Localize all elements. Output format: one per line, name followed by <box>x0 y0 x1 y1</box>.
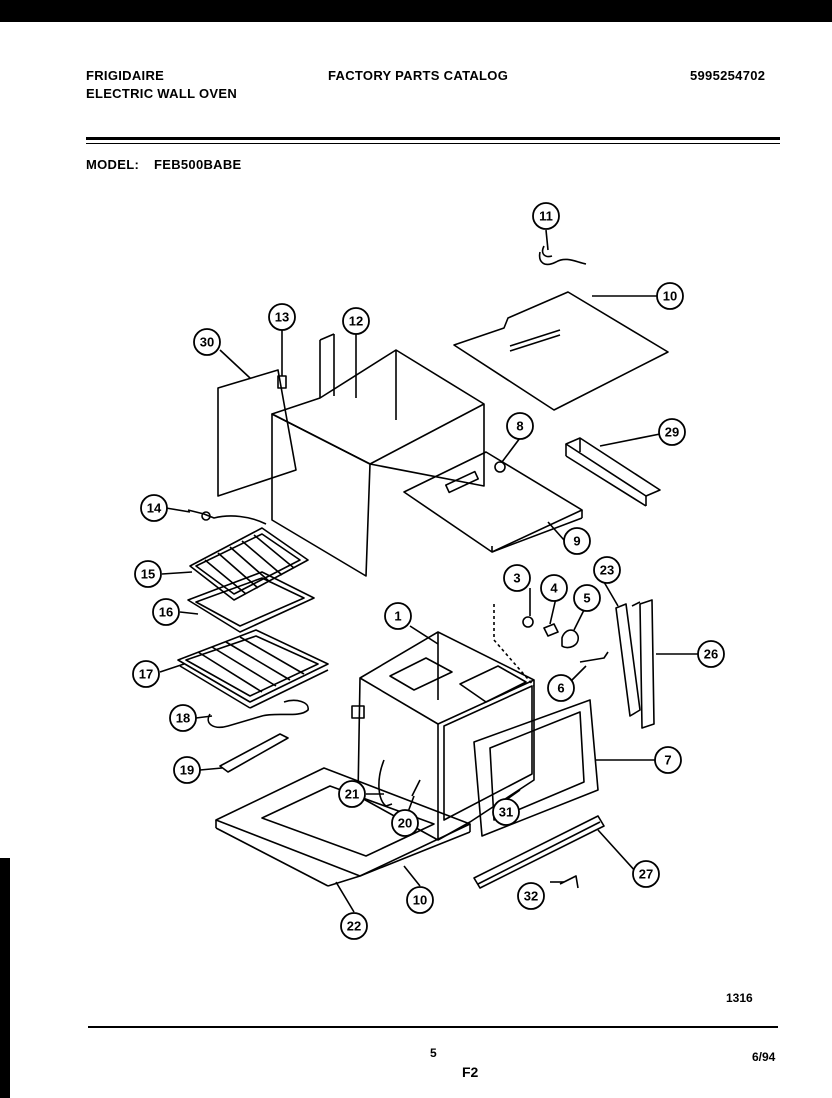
callout-13-label: 12 <box>349 314 363 329</box>
part-7-screw <box>559 875 579 889</box>
callout-10-lower-label: 10 <box>413 893 427 908</box>
callout-12 <box>532 202 560 230</box>
callout-27 <box>697 640 725 668</box>
catalog-title: FACTORY PARTS CATALOG <box>328 68 509 83</box>
callout-19-label: 18 <box>176 711 190 726</box>
callout-22-label: 21 <box>345 787 359 802</box>
callout-10-upper <box>563 527 591 555</box>
callout-18 <box>132 660 160 688</box>
callout-6 <box>547 674 575 702</box>
callout-29-label: 27 <box>639 867 653 882</box>
part-19-bake-element <box>207 699 309 729</box>
product-name: ELECTRIC WALL OVEN <box>86 86 238 101</box>
part-10-bottom-panel-lower <box>359 831 471 877</box>
callout-14-label: 13 <box>275 310 289 325</box>
callout-26-label: 23 <box>600 563 614 578</box>
callout-1 <box>384 602 412 630</box>
figure-code: 1316 <box>726 991 753 1005</box>
part-21-screw <box>411 779 421 797</box>
callout-30-label: 29 <box>665 425 679 440</box>
part-31-side-panel <box>217 369 297 497</box>
left-scan-bar <box>0 858 10 1098</box>
part-4-clip <box>543 623 559 637</box>
callout-6-label: 6 <box>557 681 564 696</box>
callout-10-lower <box>406 886 434 914</box>
part-27-trim <box>639 599 655 729</box>
part-29-strip <box>473 815 605 889</box>
part-11-top-panel <box>453 291 669 411</box>
callout-18-label: 17 <box>139 667 153 682</box>
model-label: MODEL: <box>86 157 140 172</box>
callout-3-label: 3 <box>513 571 520 586</box>
callout-4-label: 4 <box>550 581 558 596</box>
callout-31-label: 30 <box>200 335 214 350</box>
part-5-cover <box>561 629 579 649</box>
part-22-bracket <box>378 759 393 807</box>
callout-19 <box>169 704 197 732</box>
callout-12-label: 11 <box>539 209 553 224</box>
callout-21 <box>391 809 419 837</box>
callout-31 <box>193 328 221 356</box>
part-17-broiler-pan <box>187 571 315 633</box>
callout-13 <box>342 307 370 335</box>
callout-23-label: 22 <box>347 919 361 934</box>
callout-5-label: 5 <box>583 591 590 606</box>
callout-16-label: 15 <box>141 567 155 582</box>
callout-3 <box>503 564 531 592</box>
callout-22 <box>338 780 366 808</box>
callout-11 <box>656 282 684 310</box>
callout-9-label: 8 <box>516 419 523 434</box>
part-13-cabinet-back <box>271 349 485 487</box>
callout-7 <box>517 882 545 910</box>
section-code: F2 <box>462 1064 479 1080</box>
callout-1-label: 1 <box>394 609 401 624</box>
header-rule-thick <box>86 137 780 140</box>
part-30-bracket <box>565 437 661 497</box>
part-20-bracket <box>219 733 289 773</box>
part-10-bottom-panel-upper <box>403 451 583 553</box>
part-12-wire <box>538 251 587 266</box>
catalog-date: 6/94 <box>752 1050 776 1064</box>
top-scan-bar <box>0 0 832 22</box>
callout-16 <box>134 560 162 588</box>
callout-29 <box>632 860 660 888</box>
part-15-element-lead <box>187 509 267 525</box>
callout-27-label: 26 <box>704 647 718 662</box>
callout-32-label: 31 <box>499 805 513 820</box>
callout-4 <box>540 574 568 602</box>
callout-32 <box>492 798 520 826</box>
callout-11-label: 10 <box>663 289 677 304</box>
footer-rule <box>88 1026 778 1028</box>
part-26-trim <box>615 603 641 717</box>
catalog-number: 5995254702 <box>690 68 766 83</box>
callout-8-label: 7 <box>664 753 671 768</box>
callout-20 <box>173 756 201 784</box>
callout-15 <box>140 494 168 522</box>
callout-17 <box>152 598 180 626</box>
part-18-oven-rack <box>177 629 329 703</box>
callout-8 <box>654 746 682 774</box>
header-rule-thin <box>86 143 780 144</box>
callout-17-label: 16 <box>159 605 173 620</box>
callout-10-upper-label: 9 <box>573 534 580 549</box>
callout-30 <box>658 418 686 446</box>
part-3-nut <box>522 616 534 628</box>
callout-14 <box>268 303 296 331</box>
model-number: FEB500BABE <box>154 157 242 172</box>
callout-21-label: 20 <box>398 816 412 831</box>
callout-5 <box>573 584 601 612</box>
part-9-grommet <box>494 461 506 473</box>
callout-9 <box>506 412 534 440</box>
page-number: 5 <box>430 1046 437 1060</box>
callout-26 <box>593 556 621 584</box>
callout-20-label: 19 <box>180 763 194 778</box>
part-8-door-frame <box>473 699 599 837</box>
callout-15-label: 14 <box>147 501 162 516</box>
callout-7-label: 32 <box>524 889 538 904</box>
part-6-wire <box>579 651 609 663</box>
brand-name: FRIGIDAIRE <box>86 68 165 83</box>
callout-23 <box>340 912 368 940</box>
